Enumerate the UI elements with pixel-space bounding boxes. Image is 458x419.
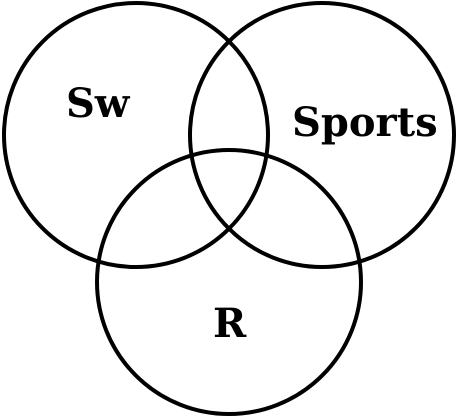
set-label-r: R [213,300,247,347]
set-circle-r [95,148,363,416]
set-circle-sw [2,1,270,269]
set-label-sw: Sw [66,80,131,127]
set-circle-sports [188,1,456,269]
set-label-sports: Sports [292,99,438,146]
